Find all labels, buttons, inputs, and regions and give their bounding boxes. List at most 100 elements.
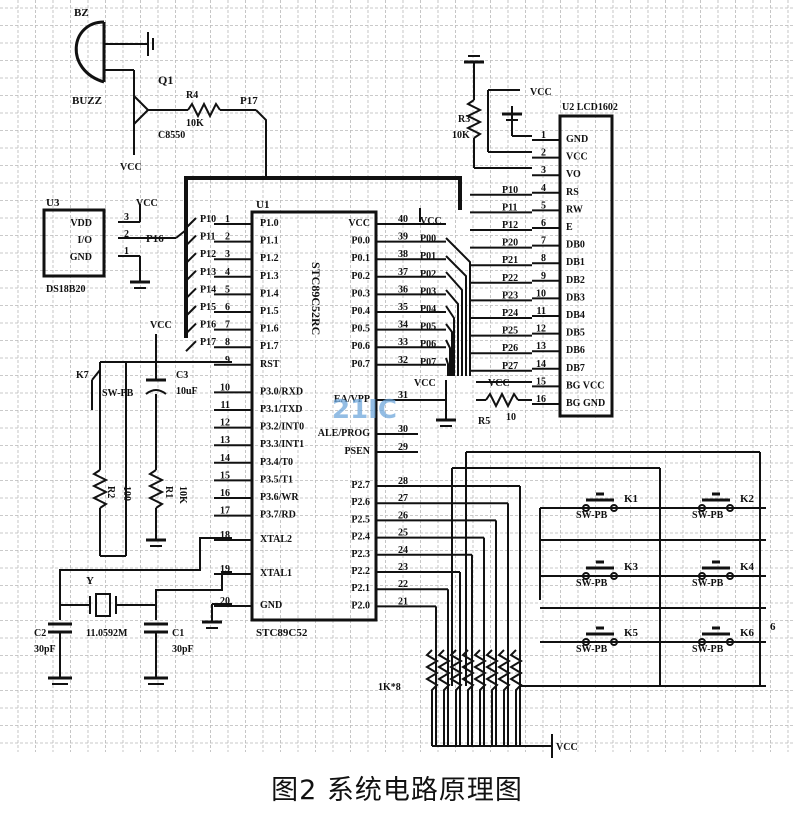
key-ref: K3 — [624, 561, 639, 573]
u2-pin-num: 3 — [541, 165, 546, 176]
u1-right-bot-pin-num: 23 — [398, 562, 408, 573]
key-contact — [582, 572, 590, 580]
u2-pin-name: E — [566, 222, 573, 233]
u1-right-bot-pin-name: P2.2 — [351, 566, 370, 577]
u3-vcc-label: VCC — [136, 198, 158, 209]
key-part: SW-PB — [692, 644, 724, 655]
u1-left-pin-name: RST — [260, 359, 280, 370]
u2-net-label: P27 — [502, 361, 518, 372]
u1-right-pin-name: P0.5 — [351, 324, 370, 335]
u1-right-net-label: P07 — [420, 357, 436, 368]
key-contact — [726, 638, 734, 646]
u1-left-pin-name: XTAL2 — [260, 534, 292, 545]
u2-pin-num: 14 — [536, 359, 546, 370]
u2-pin-num: 16 — [536, 394, 546, 405]
u2-pin-num: 4 — [541, 183, 546, 194]
key-part: SW-PB — [692, 510, 724, 521]
u2-net-label: P26 — [502, 343, 518, 354]
key-contact — [582, 638, 590, 646]
key-ref: K5 — [624, 627, 639, 639]
u1-right-mid-pin-num: 29 — [398, 442, 408, 453]
u2-pin-num: 9 — [541, 271, 546, 282]
u1-right-bot-pin-name: P2.5 — [351, 514, 370, 525]
u3-pin-num: 1 — [124, 246, 129, 257]
u1-part: STC89C52 — [256, 627, 308, 639]
pull-up-resistor — [473, 649, 487, 746]
u2-pin-num: 11 — [537, 306, 546, 317]
watermark-logo: 21IC — [332, 395, 397, 425]
figure-caption: 图2 系统电路原理图 — [271, 775, 523, 806]
u2-net-label: P21 — [502, 255, 518, 266]
u2-pin-num: 15 — [536, 376, 546, 387]
u1-right-pin-name: P0.7 — [351, 359, 370, 370]
u1-left-pin-name: P1.1 — [260, 236, 279, 247]
u1-left-pin-name: P3.4/T0 — [260, 457, 293, 468]
u1-bus-entry — [185, 322, 197, 335]
u2-pin-name: VCC — [566, 152, 588, 163]
u2-net-label: P24 — [502, 308, 518, 319]
u1-left-pin-num: 14 — [220, 453, 230, 464]
u1-left-net-label: P12 — [200, 249, 216, 260]
u1-left-pin-num: 20 — [220, 596, 230, 607]
c2-ref: C2 — [34, 628, 46, 639]
u2-net-label: P23 — [502, 290, 518, 301]
u1-left-pin-num: 13 — [220, 435, 230, 446]
u1-right-bot-pin-name: P2.3 — [351, 549, 370, 560]
c3-ref: C3 — [176, 370, 188, 381]
u1-right-pin-num: 37 — [398, 267, 408, 278]
u2-pin-name: DB1 — [566, 257, 585, 268]
u2-pin-name: VO — [566, 169, 581, 180]
u3-part: DS18B20 — [46, 284, 85, 295]
u1-right-pin-num: 32 — [398, 355, 408, 366]
u1-right-bot-pin-name: P2.7 — [351, 480, 370, 491]
u1-left-pin-num: 12 — [220, 418, 230, 429]
u2-pin-name: DB2 — [566, 275, 585, 286]
rpack-label: 1K*8 — [378, 682, 401, 693]
transistor-vcc-label: VCC — [120, 162, 142, 173]
u1-left-pin-name: P3.5/T1 — [260, 474, 293, 485]
r3-ref: R3 — [458, 114, 470, 125]
u1-right-pin-num: 40 — [398, 214, 408, 225]
r5-value: 10 — [506, 412, 516, 423]
u1-right-pin-name: P0.4 — [351, 306, 370, 317]
key-ref: K1 — [624, 493, 638, 505]
u2-pin-name: DB7 — [566, 363, 585, 374]
u1-right-net-label: P06 — [420, 339, 436, 350]
u1-right-net-label: VCC — [420, 216, 442, 227]
r2-value: 100 — [121, 486, 132, 501]
u1-left-pin-name: P1.6 — [260, 324, 279, 335]
u2-pin-num: 2 — [541, 148, 546, 159]
u1-left-pin-name: P1.7 — [260, 341, 279, 352]
u1-right-pin-num: 34 — [398, 320, 408, 331]
u1-left-pin-name: P1.3 — [260, 271, 279, 282]
u2-pin-name: DB0 — [566, 240, 585, 251]
key-contact — [698, 638, 706, 646]
u2-pin-num: 1 — [541, 130, 546, 141]
u2-pin-num: 8 — [541, 253, 546, 264]
key-contact — [610, 504, 618, 512]
u1-left-pin-num: 1 — [225, 214, 230, 225]
u1-right-net-label: P03 — [420, 286, 436, 297]
u2-pin-num: 10 — [536, 288, 546, 299]
u1-left-pin-num: 5 — [225, 284, 230, 295]
u1-left-pin-num: 9 — [225, 355, 230, 366]
u1-right-bot-pin-num: 28 — [398, 476, 408, 487]
u3-pin-num: 2 — [124, 229, 129, 240]
u3-pin-num: 3 — [124, 212, 129, 223]
ea-vcc-label: VCC — [414, 378, 436, 389]
u2-pin-num: 7 — [541, 236, 546, 247]
pull-up-resistor — [425, 649, 439, 746]
u2-lcd-body — [558, 114, 614, 418]
u2-pin-num: 6 — [541, 218, 546, 229]
pull-up-resistor — [509, 649, 523, 746]
u1-ic-body — [250, 210, 378, 622]
reset-vcc-label: VCC — [150, 320, 172, 331]
u1-right-mid-pin-name: ALE/PROG — [318, 428, 370, 439]
c1-value: 30pF — [172, 644, 194, 655]
u2-net-label: P11 — [502, 202, 518, 213]
u1-left-net-label: P14 — [200, 284, 216, 295]
key-contact — [698, 504, 706, 512]
r1-value: 10K — [177, 486, 188, 504]
u2-net-label: P12 — [502, 220, 518, 231]
u1-left-pin-num: 4 — [225, 267, 230, 278]
